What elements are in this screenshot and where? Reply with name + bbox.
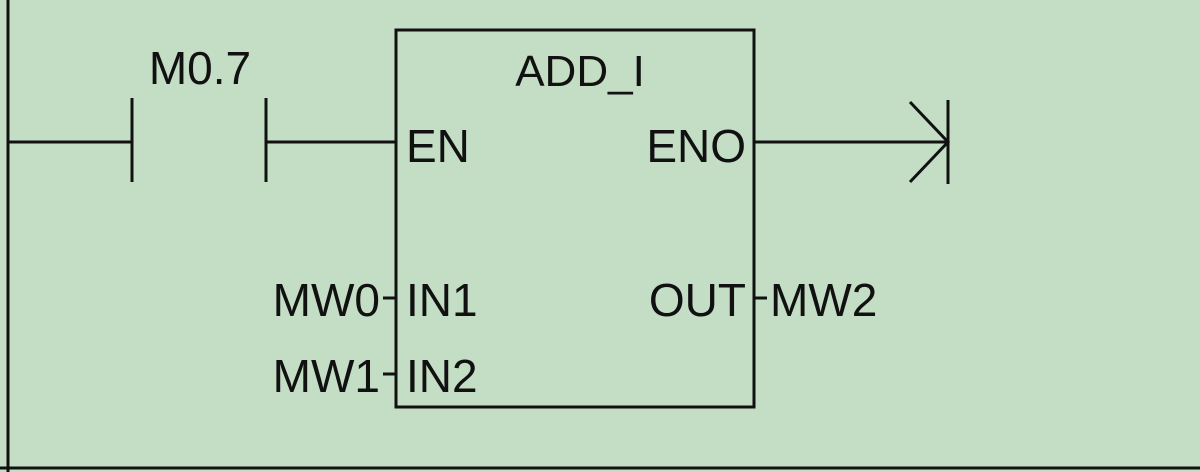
in2-operand-label: MW1 [273,350,380,402]
add-i-function-block[interactable]: ADD_I EN ENO IN1 OUT IN2 [394,28,756,409]
input-pin-in2-label: IN2 [406,350,478,402]
out-operand-label: MW2 [770,274,877,326]
input-pin-en-label: EN [406,120,470,172]
normally-open-contact[interactable] [130,98,268,182]
rung-end-arrow-icon [908,100,951,184]
contact-address-label: M0.7 [149,42,251,94]
input-pin-in1-label: IN1 [406,274,478,326]
function-block-title: ADD_I [515,47,645,96]
in1-operand-label: MW0 [273,274,380,326]
output-pin-eno-label: ENO [646,120,746,172]
function-block-frame [394,28,756,409]
output-pin-out-label: OUT [649,274,746,326]
